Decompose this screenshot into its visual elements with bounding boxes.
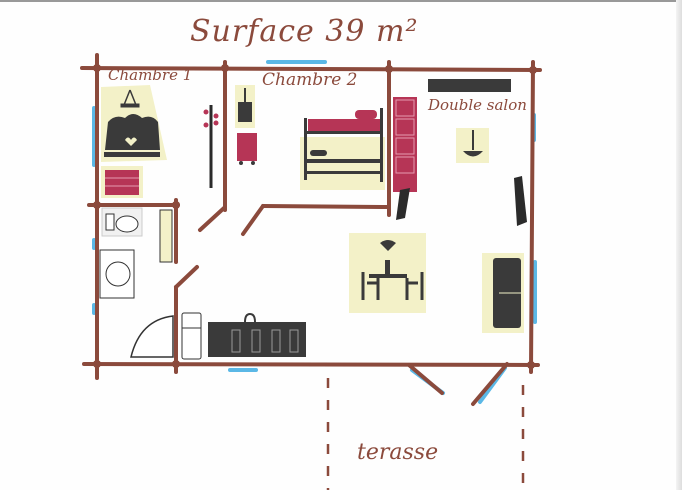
coat-rack-icon — [203, 105, 219, 188]
scan-edge-top — [0, 0, 682, 2]
bunk-bed-icon — [300, 108, 385, 190]
nightstand-lamp-icon — [235, 85, 255, 128]
plan-title: Surface 39 m² — [190, 14, 419, 49]
wardrobe-icon — [393, 97, 417, 192]
curtain-left-icon — [396, 188, 410, 220]
wall-posts — [93, 64, 537, 369]
room-label-chambre-1: Chambre 1 — [108, 66, 193, 84]
curtain-right-icon — [514, 176, 527, 226]
fridge-icon — [181, 312, 202, 360]
terrace-outline — [326, 378, 525, 490]
kitchen-counter-icon — [208, 312, 306, 357]
dresser-icon — [101, 166, 143, 198]
room-label-terrasse: terasse — [357, 440, 439, 465]
double-bed — [101, 85, 167, 162]
radiator-icon — [428, 79, 511, 92]
drawer-cabinet-icon — [237, 133, 257, 165]
corner-shower-icon — [130, 315, 174, 358]
dining-set-icon — [349, 233, 426, 313]
washbasin-icon — [99, 249, 135, 299]
room-label-double-salon: Double salon — [428, 96, 527, 114]
pendant-lamp-icon — [456, 128, 489, 163]
shelf-unit-icon — [159, 209, 173, 263]
sofa-icon — [482, 253, 524, 333]
toilet-icon — [101, 207, 143, 237]
chandelier-icon — [120, 89, 140, 108]
walls — [80, 53, 542, 406]
room-label-chambre-2: Chambre 2 — [262, 70, 358, 90]
scan-edge-right — [676, 0, 682, 490]
